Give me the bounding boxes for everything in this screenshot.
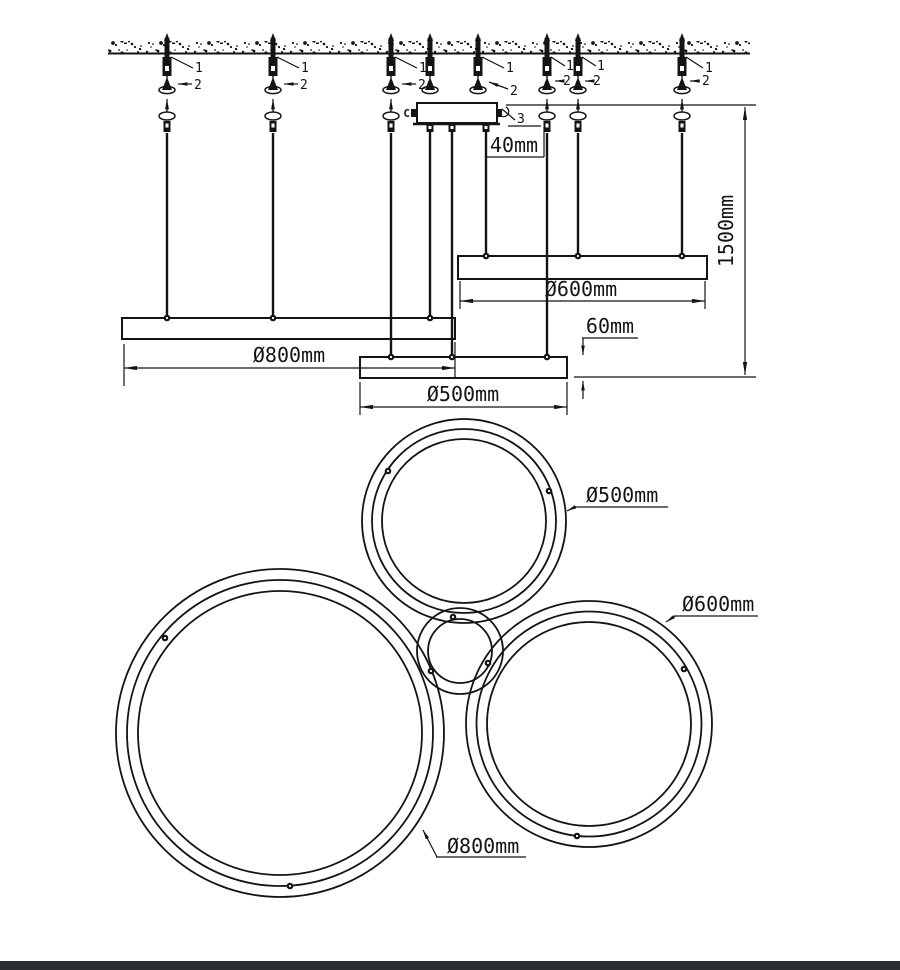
dim-40-label: 40mm: [490, 133, 538, 157]
top-view: Ø500mm Ø600mm Ø800mm: [115, 418, 758, 898]
dim-profile-height: 60mm: [581, 314, 638, 399]
cone-fitting: [264, 70, 282, 95]
ring-600-top: [465, 600, 713, 848]
cable-adjuster: [159, 99, 175, 132]
mount-dot: [163, 314, 171, 322]
callouts-cone: 2 2 2 2 2 2 2: [178, 74, 710, 99]
mount-dot: [543, 353, 551, 361]
dim-600-label: Ø600mm: [545, 277, 617, 301]
callout-1-label: 1: [566, 59, 574, 74]
top-600-label: Ø600mm: [682, 592, 754, 616]
canopy-left-stub: [411, 109, 417, 117]
mount-dot: [545, 487, 553, 495]
mount-dot: [286, 882, 294, 890]
cable-bead: [448, 124, 456, 132]
canopy: C 3: [403, 102, 541, 132]
footer-bar: [0, 961, 900, 970]
mount-dot: [574, 252, 582, 260]
mount-dot: [384, 467, 392, 475]
canopy-letter: C: [403, 107, 410, 120]
cable-bead: [482, 124, 490, 132]
label-ring-600: Ø600mm: [665, 592, 758, 623]
dimensions: Ø800mm Ø500mm Ø600mm 60mm 40mm: [123, 107, 748, 415]
cone-fitting: [538, 70, 556, 95]
mount-dot: [573, 832, 581, 840]
mount-dot: [387, 353, 395, 361]
cable-adjuster: [674, 99, 690, 132]
callout-2-label: 2: [194, 78, 202, 93]
ring-bar-800: [121, 317, 456, 340]
mount-dot: [269, 314, 277, 322]
cone-fitting: [673, 70, 691, 95]
dim-800-label: Ø800mm: [253, 343, 325, 367]
callout-2-label: 2: [300, 78, 308, 93]
callout-1-label: 1: [506, 61, 514, 76]
cable-bead: [426, 124, 434, 132]
cone-fitting: [569, 70, 587, 95]
top-800-label: Ø800mm: [447, 834, 519, 858]
cable-adjuster: [383, 99, 399, 132]
ring-500-top: [361, 418, 567, 624]
dim-ring-600: Ø600mm: [459, 277, 706, 309]
callout-2-label: 2: [418, 78, 426, 93]
callout-2-label: 2: [593, 74, 601, 89]
mount-dot: [449, 613, 457, 621]
callout-1-label: 1: [195, 61, 203, 76]
callout-1-label: 1: [419, 61, 427, 76]
dim-ring-500: Ø500mm: [359, 382, 568, 415]
cone-fitting: [158, 70, 176, 95]
dim-drop-height: 1500mm: [714, 107, 748, 375]
label-ring-500: Ø500mm: [566, 483, 668, 512]
cable-adjuster: [265, 99, 281, 132]
callout-1-label: 1: [705, 61, 713, 76]
dim-60-label: 60mm: [586, 314, 634, 338]
top-view-dots: [161, 467, 688, 890]
mount-dot: [161, 634, 169, 642]
mount-dot: [448, 353, 456, 361]
callout-2-label: 2: [563, 74, 571, 89]
mount-dot: [484, 659, 492, 667]
callout-3-label: 3: [517, 112, 525, 127]
callout-2-label: 2: [702, 74, 710, 89]
mount-dot: [427, 667, 435, 675]
callouts-anchor: 1 1 1 1 1 1 1: [170, 56, 713, 76]
mount-dot: [680, 665, 688, 673]
dim-canopy-height: 40mm: [487, 127, 545, 158]
canopy-box: [416, 102, 498, 124]
elevation-view: C 3 1 1 1 1 1 1 1 2 2 2 2 2 2: [108, 33, 756, 415]
cone-fitting: [469, 70, 487, 95]
cable-adjuster: [570, 99, 586, 132]
dim-1500-label: 1500mm: [714, 195, 738, 267]
ring-800-top: [115, 568, 445, 898]
ring-bar-600: [457, 255, 708, 280]
suspension-cables: [165, 132, 684, 357]
dim-ring-800: Ø800mm: [123, 342, 456, 386]
callout-3: 3: [501, 108, 541, 127]
mount-dot: [426, 314, 434, 322]
mount-dot: [678, 252, 686, 260]
top-500-label: Ø500mm: [586, 483, 658, 507]
label-ring-800: Ø800mm: [422, 829, 526, 858]
cone-fitting: [382, 70, 400, 95]
canopy-right-stub: [497, 109, 502, 117]
mount-dot: [482, 252, 490, 260]
callout-2-label: 2: [510, 84, 518, 99]
dim-500-label: Ø500mm: [427, 382, 499, 406]
callout-1-label: 1: [597, 59, 605, 74]
callout-1-label: 1: [301, 61, 309, 76]
cable-adjuster: [539, 99, 555, 132]
canopy-top: [416, 607, 504, 695]
